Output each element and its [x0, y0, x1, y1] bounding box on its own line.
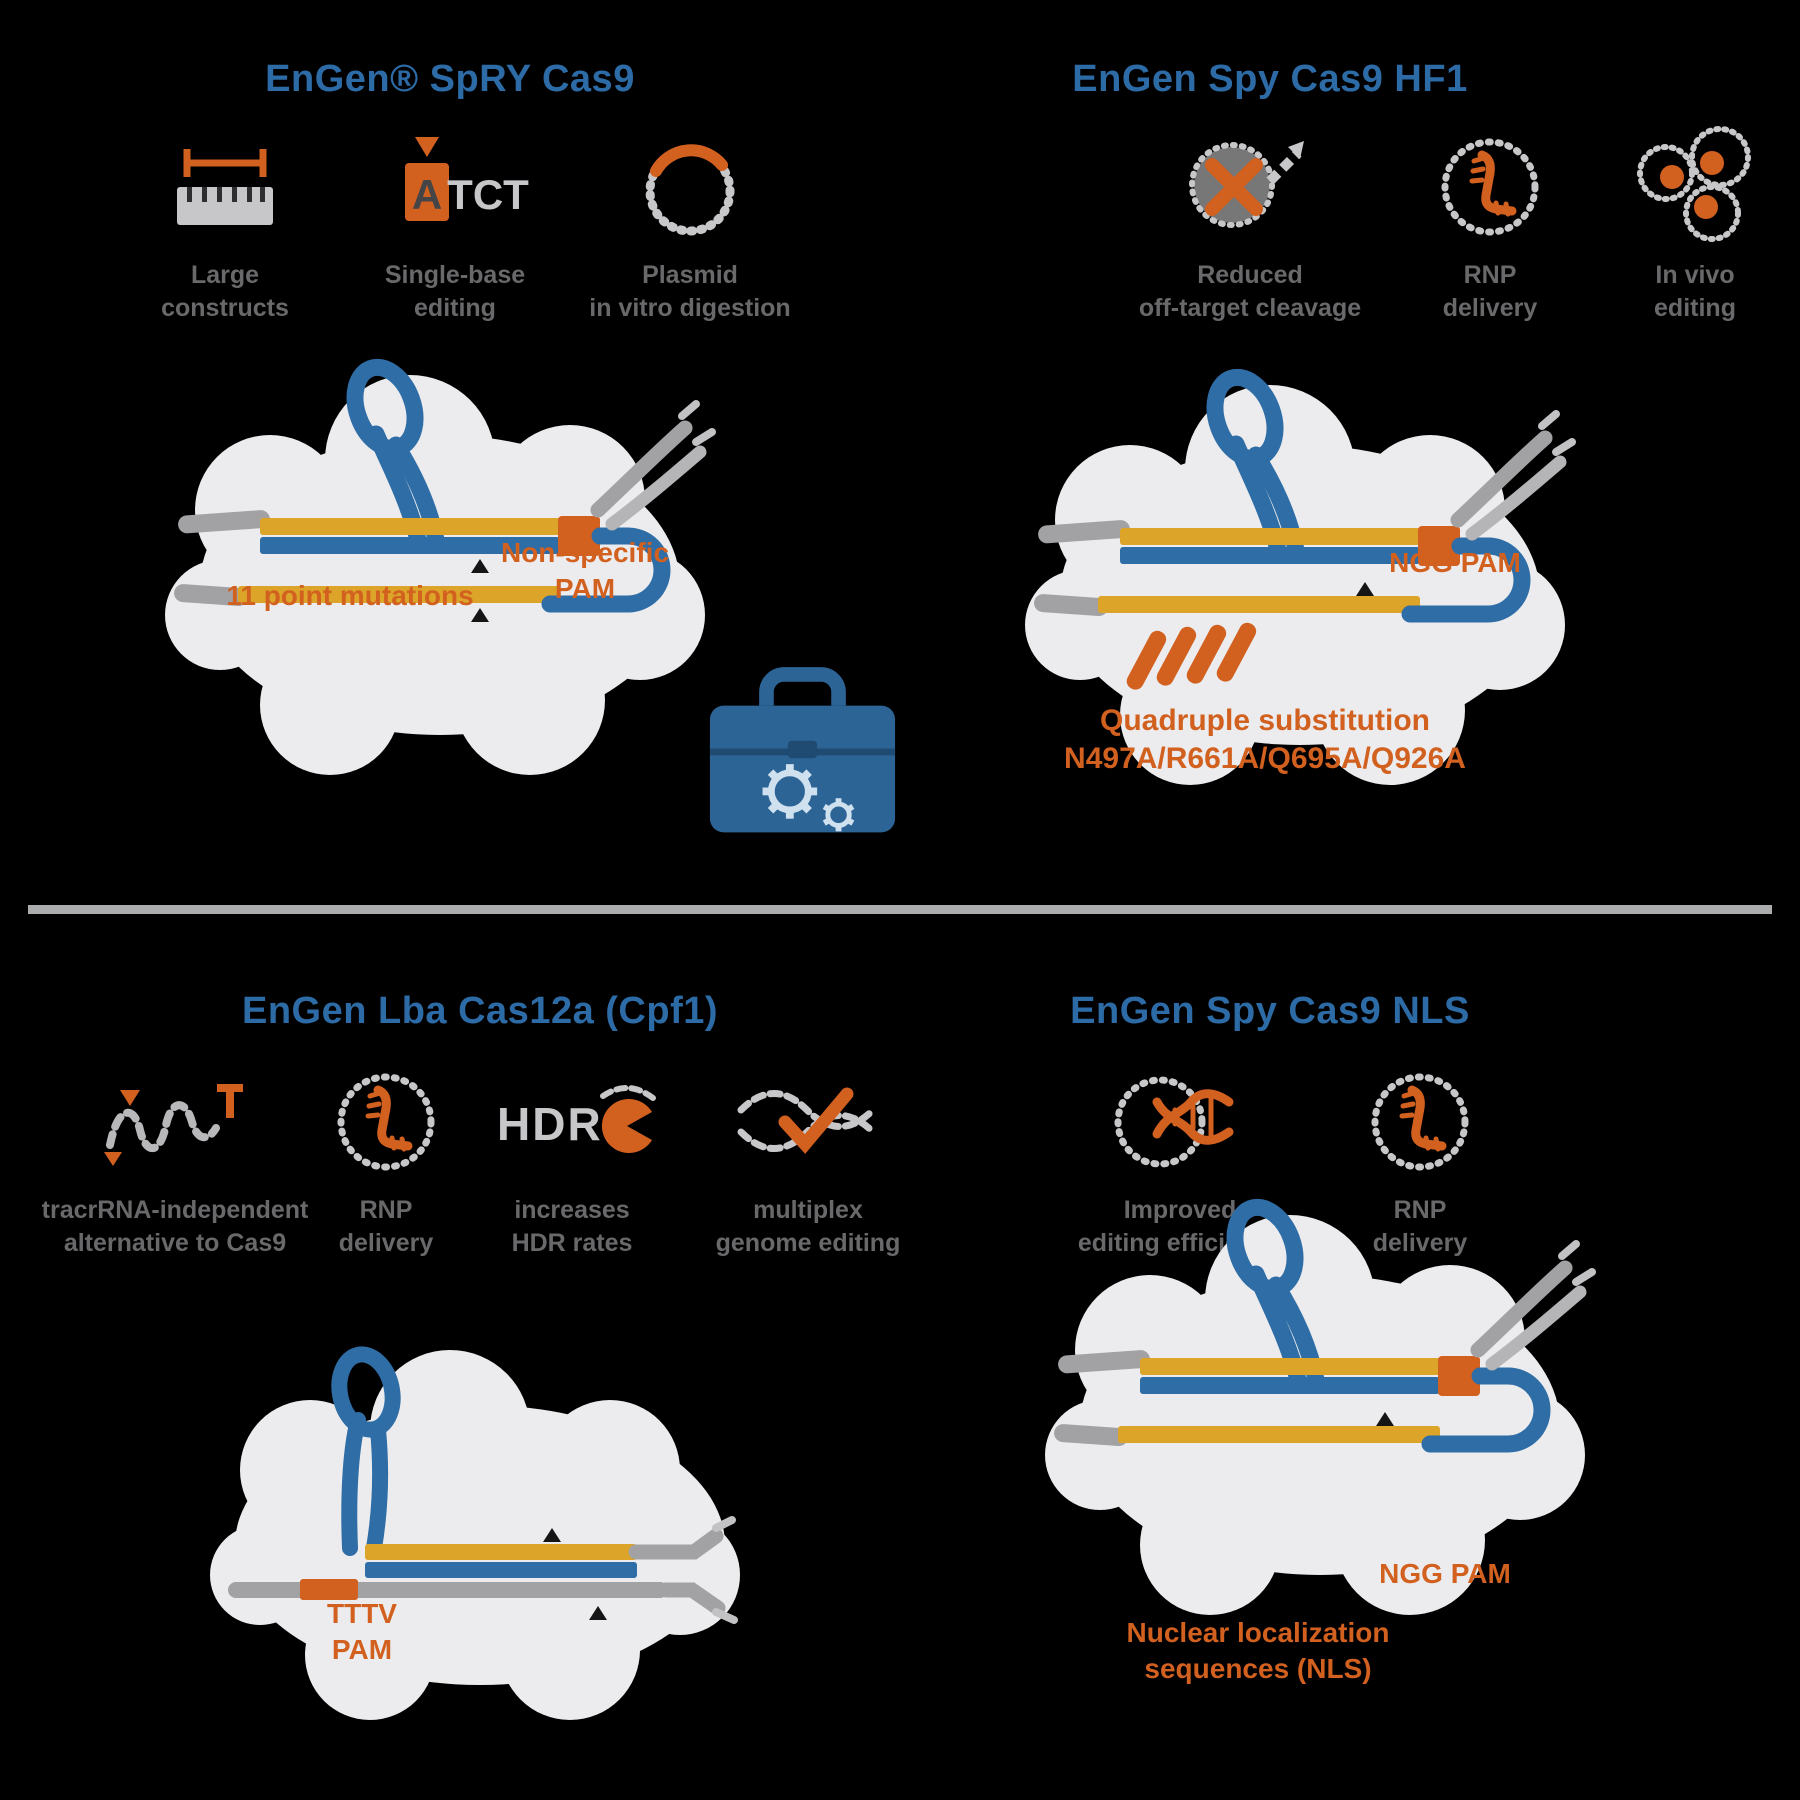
page-title: EnGen Lba Cas12a (Cpf1) [241, 990, 719, 1032]
feature-crrna-guided: tracrRNA-independent alternative to Cas9 [42, 1060, 308, 1259]
hdr-icon: HDR [497, 1085, 656, 1153]
cleavage-site-markers [1376, 1412, 1394, 1426]
feature-caption: RNP delivery [338, 1196, 434, 1257]
spry-cas9-diagram [165, 358, 716, 775]
feature-caption: In vivo editing [1654, 261, 1736, 322]
feature-rnp-delivery: RNP delivery [1350, 1060, 1490, 1259]
quadrant-spy-cas9-nls: EnGen Spy Cas9 NLS Improved [930, 960, 1770, 1780]
annotation-quadruple-substitution: Quadruple substitution N497A/R661A/Q695A… [1064, 704, 1466, 776]
annotation-ngg-pam: NGG PAM [1389, 547, 1521, 578]
rnp-delivery-icon [1371, 1073, 1469, 1171]
feature-single-base-editing: A TCT Single-base editing [340, 125, 570, 324]
protein-blob [1045, 1215, 1585, 1615]
rnp-delivery-icon [1441, 138, 1539, 236]
multiplex-editing-icon [737, 1087, 877, 1154]
feature-caption: Reduced off-target cleavage [1138, 261, 1362, 322]
feature-row: tracrRNA-independent alternative to Cas9 [42, 1060, 928, 1259]
toolbox-icon [709, 667, 896, 833]
in-vivo-editing-icon [1637, 126, 1751, 242]
pam-site [1418, 526, 1460, 566]
feature-rnp-delivery: RNP delivery [316, 1060, 456, 1259]
page-title: EnGen® SpRY Cas9 [265, 58, 635, 100]
svg-text:HDR: HDR [497, 1098, 603, 1150]
feature-hdr: HDR increases HDR rates [472, 1060, 672, 1259]
feature-rnp-delivery: RNP delivery [1400, 125, 1580, 324]
feature-in-vivo-editing: In vivo editing [1610, 125, 1780, 324]
lba-cas12a-diagram [210, 1346, 740, 1720]
single-base-editing-icon: A TCT [405, 137, 529, 221]
annotation-nls: Nuclear localization sequences (NLS) [1126, 1617, 1390, 1684]
feature-reduced-off-target: Reduced off-target cleavage [1130, 125, 1370, 324]
cleavage-site-markers [1356, 582, 1374, 596]
gear-icon [762, 764, 855, 832]
annotation-ngg-pam: NGG PAM [1379, 1558, 1511, 1589]
dna-duplex [1054, 1240, 1596, 1453]
annotation-nonspecific-pam: Non-specific PAM [500, 537, 670, 604]
feature-caption: Improved editing efficiency [1077, 1196, 1283, 1257]
dna-duplex [174, 400, 716, 613]
crrna-icon [104, 1084, 243, 1166]
quadrant-lba-cas12a: EnGen Lba Cas12a (Cpf1) tracrRNA-indepen… [30, 960, 930, 1780]
dna-duplex [1034, 410, 1576, 623]
svg-text:TCT: TCT [447, 171, 529, 218]
crrna-loop [331, 1346, 401, 1556]
feature-row: Large constructs A TCT Single-base editi… [125, 125, 795, 324]
quadruple-substitution-marks [1126, 622, 1257, 690]
dna-duplex [228, 1516, 738, 1624]
pam-site [1438, 1356, 1480, 1396]
pam-site [558, 516, 600, 556]
feature-caption: tracrRNA-independent alternative to Cas9 [41, 1196, 309, 1257]
editing-efficiency-icon [1114, 1076, 1234, 1168]
feature-caption: multiplex genome editing [715, 1196, 901, 1257]
feature-row: Improved editing efficiency [1050, 1060, 1490, 1259]
divider-line [28, 905, 1772, 914]
feature-editing-efficiency: Improved editing efficiency [1050, 1060, 1310, 1259]
ruler-icon [177, 149, 273, 225]
rnp-delivery-icon [337, 1073, 435, 1171]
feature-caption: Large constructs [161, 261, 289, 322]
page-title: EnGen Spy Cas9 NLS [1070, 990, 1470, 1032]
cleavage-site-markers [543, 1528, 607, 1620]
spy-cas9-hf1-diagram [1025, 368, 1576, 785]
plasmid-icon [645, 144, 735, 236]
quadrant-spy-cas9-hf1: EnGen Spy Cas9 HF1 Reduced off-target cl… [930, 30, 1770, 890]
spy-cas9-nls-diagram [1045, 1198, 1596, 1615]
feature-row: Reduced off-target cleavage [1130, 125, 1780, 324]
feature-caption: Single-base editing [384, 261, 526, 322]
annotation-tttv-pam: TTTV PAM [327, 1598, 397, 1665]
reduced-off-target-icon [1189, 141, 1304, 228]
feature-caption: RNP delivery [1442, 261, 1538, 322]
feature-large-constructs: Large constructs [125, 125, 325, 324]
feature-plasmid-digestion: Plasmid in vitro digestion [585, 125, 795, 324]
feature-caption: increases HDR rates [511, 1196, 633, 1257]
page-title: EnGen Spy Cas9 HF1 [1072, 58, 1468, 100]
cleavage-site-markers [471, 559, 489, 622]
feature-multiplex-editing: multiplex genome editing [688, 1060, 928, 1259]
quadrant-spry-cas9: EnGen® SpRY Cas9 Large constructs [30, 30, 870, 890]
svg-text:A: A [412, 171, 442, 218]
pam-site [300, 1579, 358, 1600]
annotation-point-mutations: 11 point mutations [226, 580, 474, 611]
feature-caption: RNP delivery [1372, 1196, 1468, 1257]
feature-caption: Plasmid in vitro digestion [589, 261, 791, 322]
